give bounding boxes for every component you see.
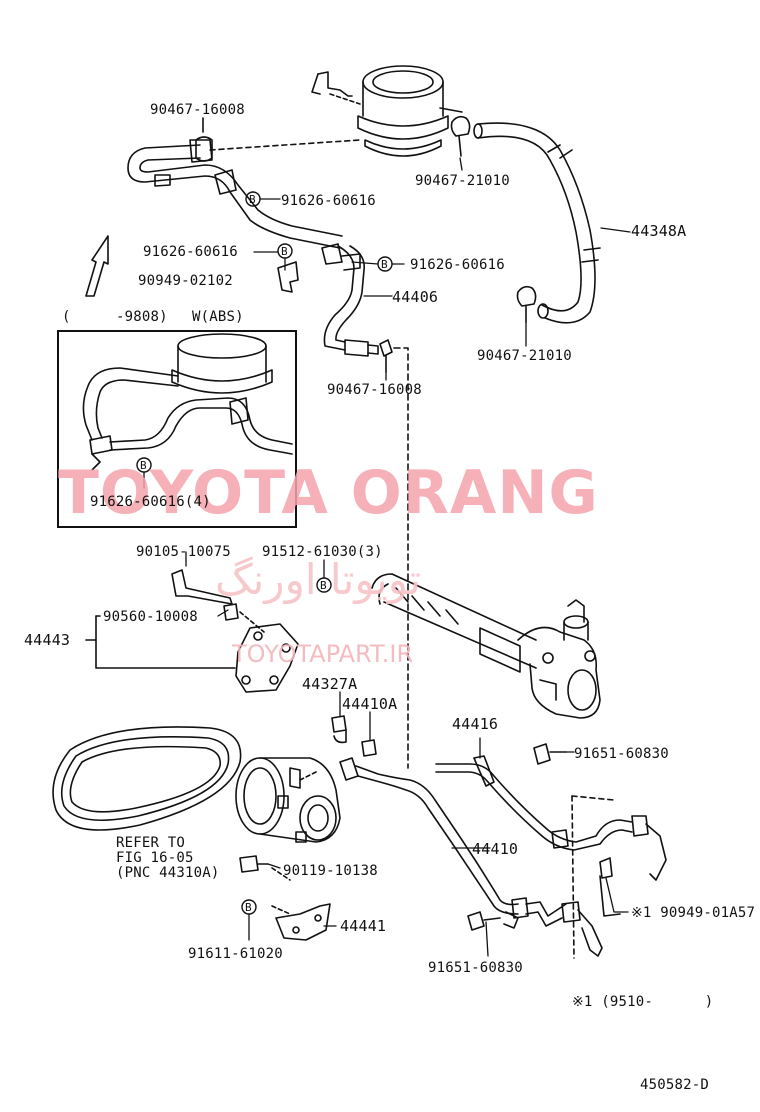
mount-44441 xyxy=(239,855,331,941)
watermark-url: TOYOTAPART.IR xyxy=(232,640,414,668)
leader-lines xyxy=(185,157,631,957)
bolt-marker-letter: B xyxy=(245,901,252,914)
steering-rack xyxy=(371,573,601,719)
part-label-44441: 44441 xyxy=(340,917,387,935)
clamp-90467-21010-bot xyxy=(516,285,537,323)
pressure-line-44406 xyxy=(321,243,379,357)
bolt-91651-60830-upper xyxy=(533,743,567,765)
part-label-44348A: 44348A xyxy=(631,222,687,240)
drive-belt xyxy=(52,726,242,831)
diagram-id: 450582-D xyxy=(640,1077,710,1093)
bracket-90949-02102 xyxy=(277,261,299,293)
part-label-91611-61020: 91611-61020 xyxy=(188,946,283,962)
watermark-main: TOYOTA ORANG xyxy=(58,458,599,528)
part-label-90467-21010-top: 90467-21010 xyxy=(415,173,510,189)
reservoir-tank xyxy=(357,65,463,157)
part-label-44406: 44406 xyxy=(392,288,439,306)
part-label-90949-01A57: ※1 90949-01A57 xyxy=(631,906,756,920)
refer-note-line1: REFER TO xyxy=(116,835,186,851)
tank-bracket xyxy=(311,71,361,105)
bolt-marker-letter: B xyxy=(381,258,388,271)
hose-44348A xyxy=(473,122,601,324)
inset-header-range: -9808) xyxy=(116,309,168,325)
part-label-90105-10075: 90105-10075 xyxy=(136,544,231,560)
part-label-90467-16008-bot: 90467-16008 xyxy=(327,382,422,398)
refer-note-line2: FIG 16-05 xyxy=(116,850,194,866)
refer-note-line3: (PNC 44310A) xyxy=(116,865,220,881)
part-label-44410A: 44410A xyxy=(342,695,398,713)
direction-arrow-icon xyxy=(85,235,109,297)
part-label-91651-60830-a: 91651-60830 xyxy=(574,746,669,762)
inset-frame xyxy=(57,330,297,528)
watermark-farsi: تویوتا اورنگ xyxy=(215,555,422,604)
part-label-44327A: 44327A xyxy=(302,675,358,693)
clamp-90467-21010-top xyxy=(450,115,471,157)
inset-header-variant: W(ABS) xyxy=(192,309,244,325)
part-label-91626-60616-a: 91626-60616 xyxy=(281,193,376,209)
part-label-91651-60830-b: 91651-60830 xyxy=(428,960,523,976)
part-label-90949-02102: 90949-02102 xyxy=(138,273,233,289)
part-label-91626-60616-b: 91626-60616 xyxy=(143,244,238,260)
footnote-applicability: ※1 (9510- ) xyxy=(572,994,714,1010)
part-label-91512-61030: 91512-61030(3) xyxy=(262,544,383,560)
clip-90467-16008-bot xyxy=(379,339,393,373)
bolt-91651-60830-lower xyxy=(467,911,519,931)
suction-hose-top xyxy=(127,139,361,249)
vane-pump xyxy=(235,757,341,843)
bracket-44443 xyxy=(85,569,299,693)
part-label-44443: 44443 xyxy=(24,631,71,649)
part-label-44410: 44410 xyxy=(472,840,519,858)
union-44327A-44410A xyxy=(299,715,377,781)
pressure-tube-44410 xyxy=(339,757,615,959)
part-label-91626-60616-inset: 91626-60616(4) xyxy=(90,494,211,510)
part-label-44416: 44416 xyxy=(452,715,499,733)
inset-header-open: ( xyxy=(62,309,71,325)
part-label-90467-16008-top: 90467-16008 xyxy=(150,102,245,118)
part-label-90467-21010-bot: 90467-21010 xyxy=(477,348,572,364)
bolt-marker-leaders xyxy=(143,198,405,941)
part-label-90119-10138: 90119-10138 xyxy=(283,863,378,879)
part-label-90560-10008: 90560-10008 xyxy=(103,609,198,625)
clamp-90467-16008-top xyxy=(195,117,213,162)
part-label-91626-60616-c: 91626-60616 xyxy=(410,257,505,273)
bolt-marker-letter: B xyxy=(249,193,256,206)
bolt-marker-letter: B xyxy=(320,579,327,592)
dashed-link-right xyxy=(393,347,409,769)
inset-drawing xyxy=(82,333,293,471)
return-tube-44416 xyxy=(435,755,667,917)
bolt-marker-letter: B xyxy=(140,459,147,472)
bolt-marker-letter: B xyxy=(281,245,288,258)
